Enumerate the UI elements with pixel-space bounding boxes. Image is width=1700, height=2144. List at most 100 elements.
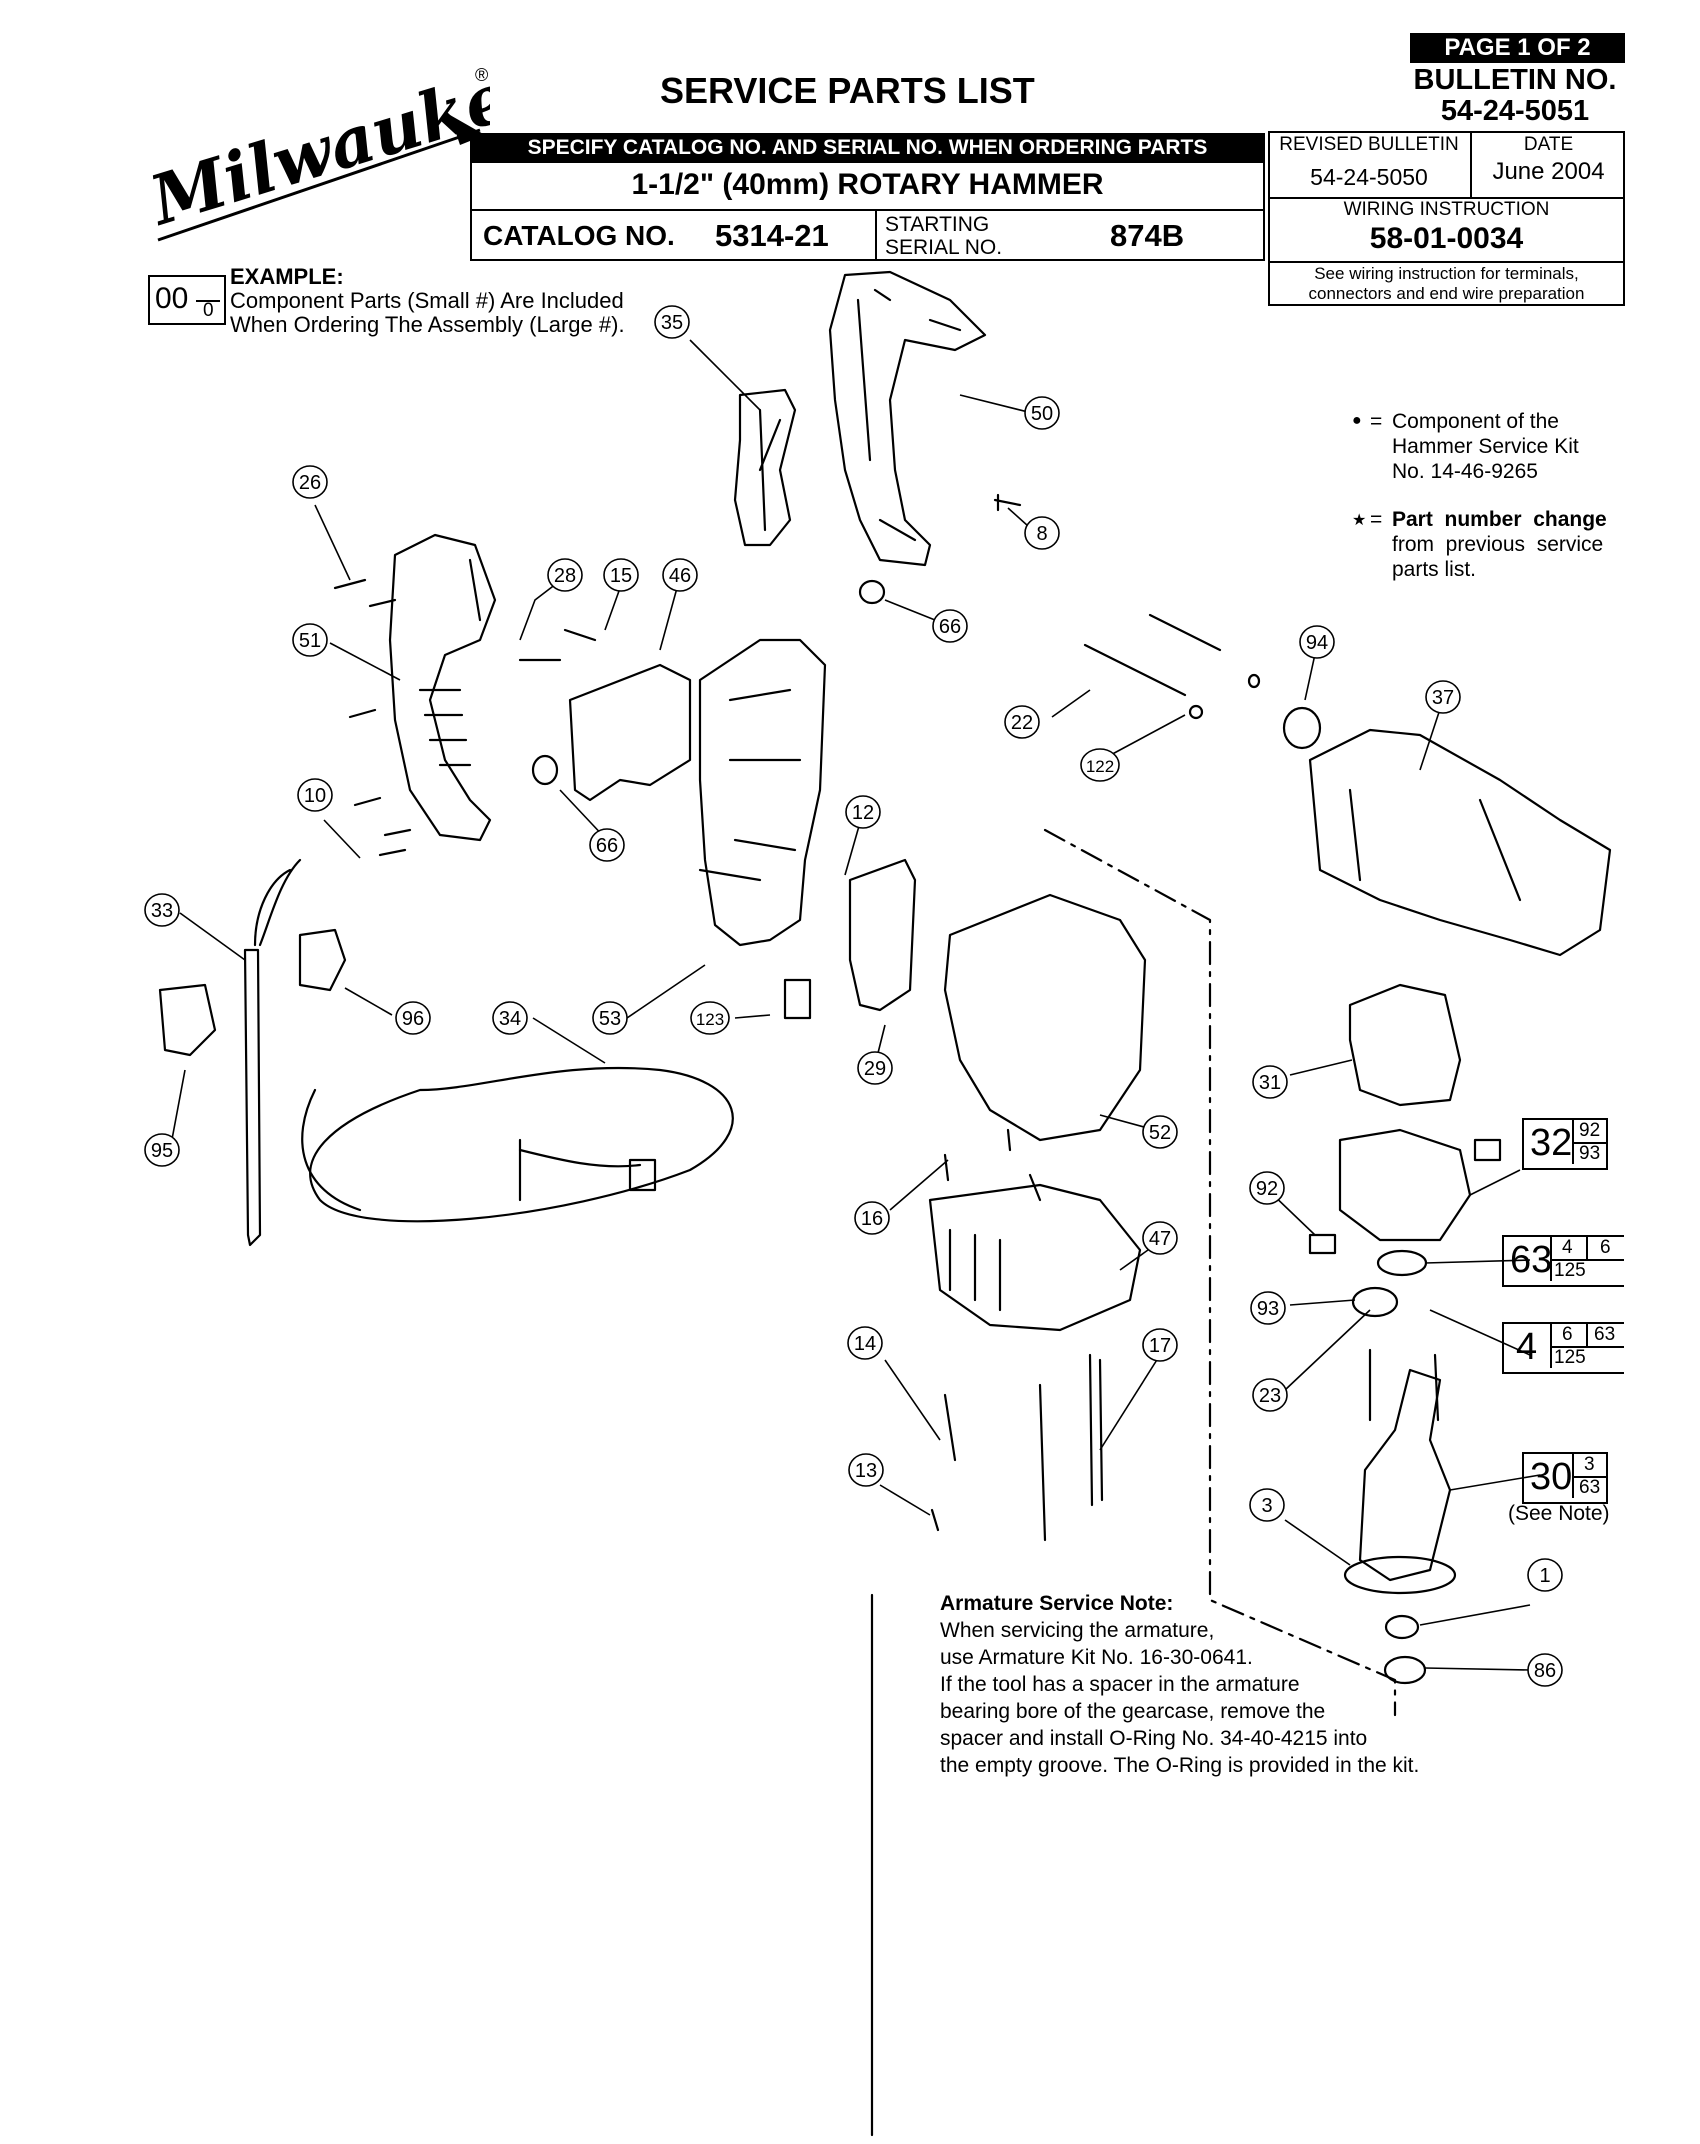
brush-holder-32-drawing (1338, 1128, 1472, 1242)
callout-bubble (1252, 1378, 1288, 1412)
callout-bubble (1425, 680, 1461, 714)
motor-housing-53-drawing (698, 638, 827, 947)
callout-bubble (1252, 1065, 1288, 1099)
callout-bubble (848, 1453, 884, 1487)
example-label: EXAMPLE: (230, 264, 344, 289)
shroud-52-drawing (943, 893, 1147, 1142)
callout-bubble (492, 1001, 528, 1035)
callout-number: 123 (696, 1010, 724, 1029)
callout-number: 95 (151, 1140, 173, 1162)
dot-line-3: No. 14-46-9265 (1392, 460, 1538, 483)
revised-bulletin-label: REVISED BULLETIN (1279, 134, 1459, 155)
callout-bubble (292, 623, 328, 657)
note-line: bearing bore of the gearcase, remove the (940, 1700, 1326, 1723)
callout-bubble (857, 1051, 893, 1085)
milwaukee-logo: Milwaukee ® (140, 44, 560, 255)
callout-number: 16 (861, 1208, 883, 1230)
callout-number: 28 (554, 565, 576, 587)
kit-box-4: 4 6 63 125 (1502, 1322, 1624, 1374)
callout-bubble (144, 1133, 180, 1167)
catalog-label: CATALOG NO. (483, 220, 675, 251)
kit-63-component-bottom: 125 (1554, 1260, 1586, 1281)
example-big-number: 00 (155, 282, 189, 315)
callout-number: 122 (1086, 757, 1114, 776)
dot-equals: = (1370, 410, 1383, 433)
callout-number: 14 (854, 1333, 876, 1355)
star-symbol: ★ (1352, 512, 1367, 529)
kit-63-number: 63 (1510, 1239, 1553, 1281)
callout-bubble (1142, 1328, 1178, 1362)
callout-number: 17 (1149, 1335, 1171, 1357)
revision-box (1268, 131, 1625, 306)
callout-bubble (547, 558, 583, 592)
gearcase-37-drawing (1308, 728, 1612, 957)
strain-relief-95-drawing (158, 983, 217, 1057)
callout-bubble (1250, 1291, 1286, 1325)
callout-number: 66 (596, 835, 618, 857)
callout-bubble (1080, 748, 1120, 782)
serial-label: SERIAL NO. (885, 236, 1003, 259)
kit-32-component: 92 (1579, 1120, 1601, 1141)
callout-bubble (603, 558, 639, 592)
revised-bulletin-number: 54-24-5050 (1310, 164, 1428, 190)
kit-4-component-1: 6 (1562, 1324, 1573, 1345)
star-line-2: from previous service (1392, 533, 1604, 556)
wiring-number: 58-01-0034 (1369, 222, 1524, 255)
kit-4-component-bottom: 125 (1554, 1347, 1586, 1368)
note-line: use Armature Kit No. 16-30-0641. (940, 1646, 1253, 1669)
callout-number: 86 (1534, 1660, 1556, 1682)
example-small-number: 0 (203, 300, 214, 321)
kit-30-number: 30 (1530, 1456, 1573, 1498)
callout-number: 22 (1011, 712, 1033, 734)
callout-number: 50 (1031, 403, 1053, 425)
svg-text:Milwaukee: Milwaukee (150, 75, 490, 242)
callout-number: 23 (1259, 1385, 1281, 1407)
callout-number: 33 (151, 900, 173, 922)
callout-number: 13 (855, 1460, 877, 1482)
callout-number: 53 (599, 1008, 621, 1030)
callout-bubble (654, 305, 690, 339)
callout-bubble (297, 778, 333, 812)
callout-bubble (292, 465, 328, 499)
logo-icon: Milwaukee (140, 44, 560, 242)
star-line-3: parts list. (1392, 558, 1477, 581)
callout-bubble (1249, 1488, 1285, 1522)
callout-number: 15 (610, 565, 632, 587)
example-line-2: When Ordering The Assembly (Large #). (230, 312, 625, 337)
date-value: June 2004 (1492, 158, 1605, 185)
specify-banner: SPECIFY CATALOG NO. AND SERIAL NO. WHEN … (470, 133, 1265, 163)
catalog-number: 5314-21 (715, 218, 829, 253)
bulletin-label: BULLETIN NO. (1413, 64, 1617, 96)
plate-46-drawing (568, 663, 692, 802)
handle-housing-50-drawing (828, 270, 987, 567)
serial-number: 874B (1110, 218, 1185, 253)
callout-number: 66 (939, 616, 961, 638)
kit-4-number: 4 (1516, 1326, 1538, 1368)
note-line: If the tool has a spacer in the armature (940, 1673, 1300, 1696)
callout-number: 47 (1149, 1228, 1171, 1250)
kit-63-component-1: 4 (1562, 1237, 1573, 1258)
callout-bubble (662, 558, 698, 592)
cord-protector-33-drawing (243, 948, 262, 1247)
kit-32-number: 32 (1530, 1122, 1573, 1164)
dot-symbol: ● (1352, 412, 1362, 429)
callout-number: 3 (1261, 1495, 1272, 1517)
star-line-1: Part number change (1392, 508, 1607, 531)
kit-30-component-bottom: 63 (1579, 1477, 1601, 1498)
callout-bubble (1142, 1115, 1178, 1149)
callout-bubble (592, 1001, 628, 1035)
callout-bubble (847, 1326, 883, 1360)
document-title: SERVICE PARTS LIST (660, 70, 1035, 111)
wiring-label: WIRING INSTRUCTION (1343, 199, 1550, 220)
callout-number: 29 (864, 1058, 886, 1080)
note-line: spacer and install O-Ring No. 34-40-4215… (940, 1727, 1368, 1750)
note-line: the empty groove. The O-Ring is provided… (940, 1754, 1420, 1777)
note-title: Armature Service Note: (940, 1592, 1174, 1615)
callout-bubble (1527, 1558, 1563, 1592)
kit-box-30: 30 3 63 (1522, 1452, 1608, 1504)
callout-bubble (854, 1201, 890, 1235)
callout-bubble (1142, 1221, 1178, 1255)
dot-line-2: Hammer Service Kit (1392, 435, 1579, 458)
kit-30-note: (See Note) (1508, 1502, 1610, 1525)
